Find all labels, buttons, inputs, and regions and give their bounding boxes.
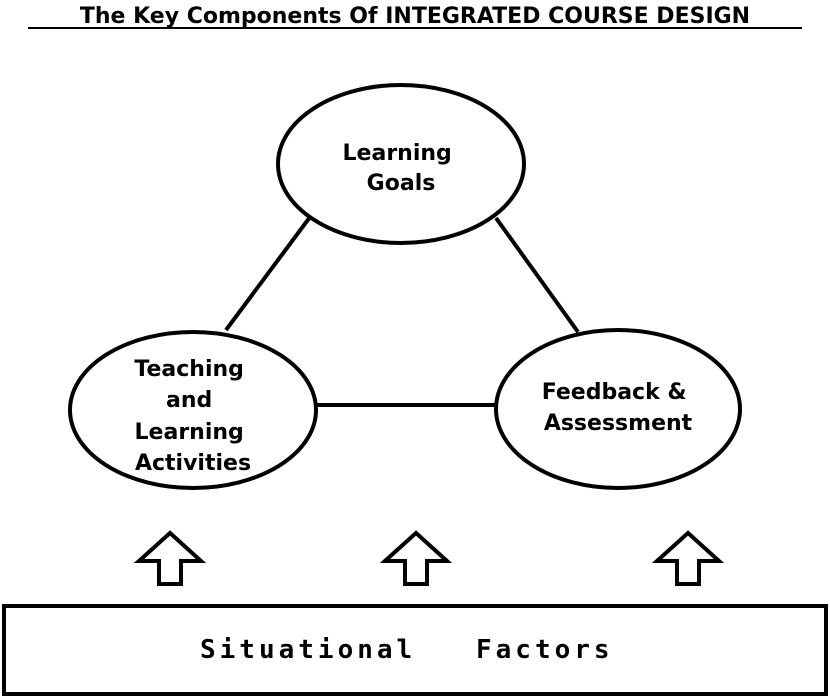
diagram-title: The Key Components Of INTEGRATED COURSE … xyxy=(80,4,750,29)
node-learning-goals-ellipse xyxy=(276,83,526,245)
connector-goals-to-feedback xyxy=(494,216,580,334)
up-arrow-icon-right xyxy=(651,530,725,586)
node-learning-goals: Learning Goals xyxy=(276,83,526,245)
node-feedback-assessment: Feedback & Assessment xyxy=(494,328,742,490)
up-arrow-icon-center xyxy=(379,530,453,586)
node-teaching-activities-ellipse xyxy=(68,330,318,490)
node-teaching-activities: Teaching and Learning Activities xyxy=(68,330,318,490)
situational-factors-word-1: Situational xyxy=(200,635,416,665)
situational-factors-rect xyxy=(2,604,828,696)
situational-factors-word-2: Factors xyxy=(476,635,614,665)
node-feedback-assessment-ellipse xyxy=(494,328,742,490)
connector-goals-to-activities xyxy=(224,215,312,332)
node-feedback-assessment-label: Feedback & Assessment xyxy=(542,380,695,436)
situational-factors-box: Situational Factors xyxy=(2,604,828,696)
up-arrow-icon-left xyxy=(133,530,207,586)
node-teaching-activities-label: Teaching and Learning Activities xyxy=(134,357,251,476)
node-learning-goals-label: Learning Goals xyxy=(343,141,460,196)
